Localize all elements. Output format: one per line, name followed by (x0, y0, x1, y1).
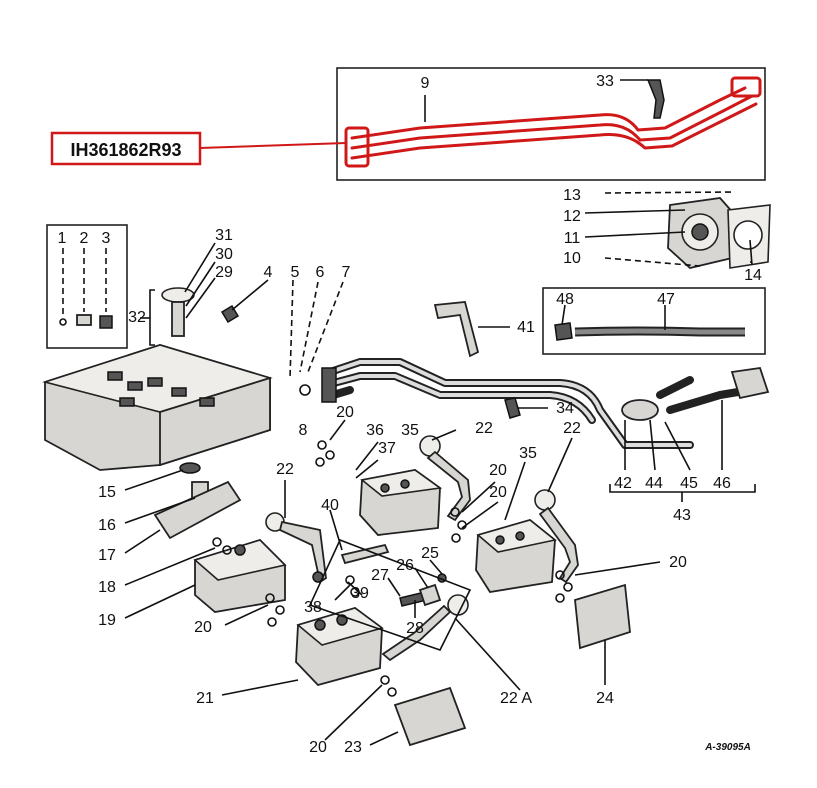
tube-17 (153, 480, 242, 540)
leader-lines (124, 79, 756, 746)
bracket-outline (308, 538, 472, 651)
svg-text:15: 15 (98, 484, 116, 501)
strainer-30 (171, 301, 185, 337)
svg-text:20: 20 (309, 739, 327, 756)
tube-assembly-9[interactable] (344, 76, 762, 168)
svg-text:28: 28 (406, 620, 424, 637)
hose-box (542, 287, 766, 355)
svg-text:22: 22 (475, 420, 493, 437)
svg-text:19: 19 (98, 612, 116, 629)
svg-text:35: 35 (519, 445, 537, 462)
part-3 (99, 315, 113, 329)
svg-text:31: 31 (215, 227, 233, 244)
svg-text:5: 5 (291, 264, 300, 281)
svg-text:34: 34 (556, 400, 574, 417)
control-valve-35-left (359, 469, 443, 536)
svg-text:3: 3 (102, 230, 111, 247)
svg-text:6: 6 (316, 264, 325, 281)
control-valve-35-right (475, 519, 557, 593)
svg-text:22: 22 (563, 420, 581, 437)
svg-text:14: 14 (744, 267, 762, 284)
svg-text:22 A: 22 A (500, 690, 532, 707)
svg-text:10: 10 (563, 250, 581, 267)
svg-text:20: 20 (489, 462, 507, 479)
svg-text:25: 25 (421, 545, 439, 562)
svg-text:40: 40 (321, 497, 339, 514)
lever-22-left[interactable] (419, 435, 471, 522)
svg-text:9: 9 (421, 75, 430, 92)
svg-text:29: 29 (215, 264, 233, 281)
lever-22A[interactable] (381, 594, 469, 662)
pump-assembly (667, 197, 771, 269)
washer-15 (179, 462, 201, 474)
svg-text:4: 4 (264, 264, 273, 281)
cover-24 (574, 583, 631, 650)
svg-text:32: 32 (128, 309, 146, 326)
figure-reference: A-39095A (704, 742, 751, 753)
svg-text:1: 1 (58, 230, 67, 247)
svg-text:26: 26 (396, 557, 414, 574)
svg-text:38: 38 (304, 599, 322, 616)
svg-text:35: 35 (401, 422, 419, 439)
part-1 (59, 318, 67, 326)
svg-text:33: 33 (596, 73, 614, 90)
part-number-callout[interactable] (50, 131, 202, 166)
svg-text:48: 48 (556, 291, 574, 308)
svg-text:27: 27 (371, 567, 389, 584)
valve-block-19 (193, 538, 287, 613)
svg-text:46: 46 (713, 475, 731, 492)
svg-text:30: 30 (215, 246, 233, 263)
fitting-46 (730, 367, 770, 400)
svg-text:45: 45 (680, 475, 698, 492)
svg-text:16: 16 (98, 517, 116, 534)
svg-text:13: 13 (563, 187, 581, 204)
fitting-44 (621, 399, 659, 421)
part-number-text: IH361862R93 (70, 140, 181, 160)
svg-text:20: 20 (669, 554, 687, 571)
hydraulic-housing (42, 344, 273, 471)
svg-text:20: 20 (194, 619, 212, 636)
tube-assembly-box (336, 67, 766, 181)
svg-text:8: 8 (299, 422, 308, 439)
svg-text:43: 43 (673, 507, 691, 524)
svg-text:36: 36 (366, 422, 384, 439)
part-2 (76, 314, 92, 326)
control-valve-21 (295, 607, 384, 687)
svg-text:42: 42 (614, 475, 632, 492)
bracket-26 (418, 583, 442, 607)
cover-23 (393, 686, 467, 747)
svg-text:24: 24 (596, 690, 614, 707)
svg-text:47: 47 (657, 291, 675, 308)
bracket-41 (433, 301, 480, 358)
svg-text:20: 20 (336, 404, 354, 421)
svg-text:21: 21 (196, 690, 214, 707)
fitting-48 (554, 322, 573, 341)
svg-text:41: 41 (517, 319, 535, 336)
clip-33 (646, 79, 665, 119)
svg-text:23: 23 (344, 739, 362, 756)
plug-4 (220, 304, 240, 324)
small-parts-box (46, 224, 128, 349)
lever-22-right[interactable] (534, 489, 579, 584)
pipe-flange (321, 367, 337, 403)
link-40 (340, 543, 390, 565)
svg-text:12: 12 (563, 208, 581, 225)
svg-text:39: 39 (351, 585, 369, 602)
oring-8 (299, 384, 311, 396)
svg-text:22: 22 (276, 461, 294, 478)
svg-text:20: 20 (489, 484, 507, 501)
svg-text:37: 37 (378, 440, 396, 457)
clip-34 (504, 397, 521, 419)
part-labels: 9 33 1 2 3 31 30 29 32 4 5 6 7 8 20 13 1… (58, 73, 762, 756)
svg-text:7: 7 (342, 264, 351, 281)
svg-text:18: 18 (98, 579, 116, 596)
pipe-set (321, 358, 694, 449)
svg-text:11: 11 (564, 230, 581, 247)
svg-text:2: 2 (80, 230, 89, 247)
svg-text:44: 44 (645, 475, 663, 492)
callout-leader (199, 142, 347, 149)
svg-text:17: 17 (98, 547, 116, 564)
